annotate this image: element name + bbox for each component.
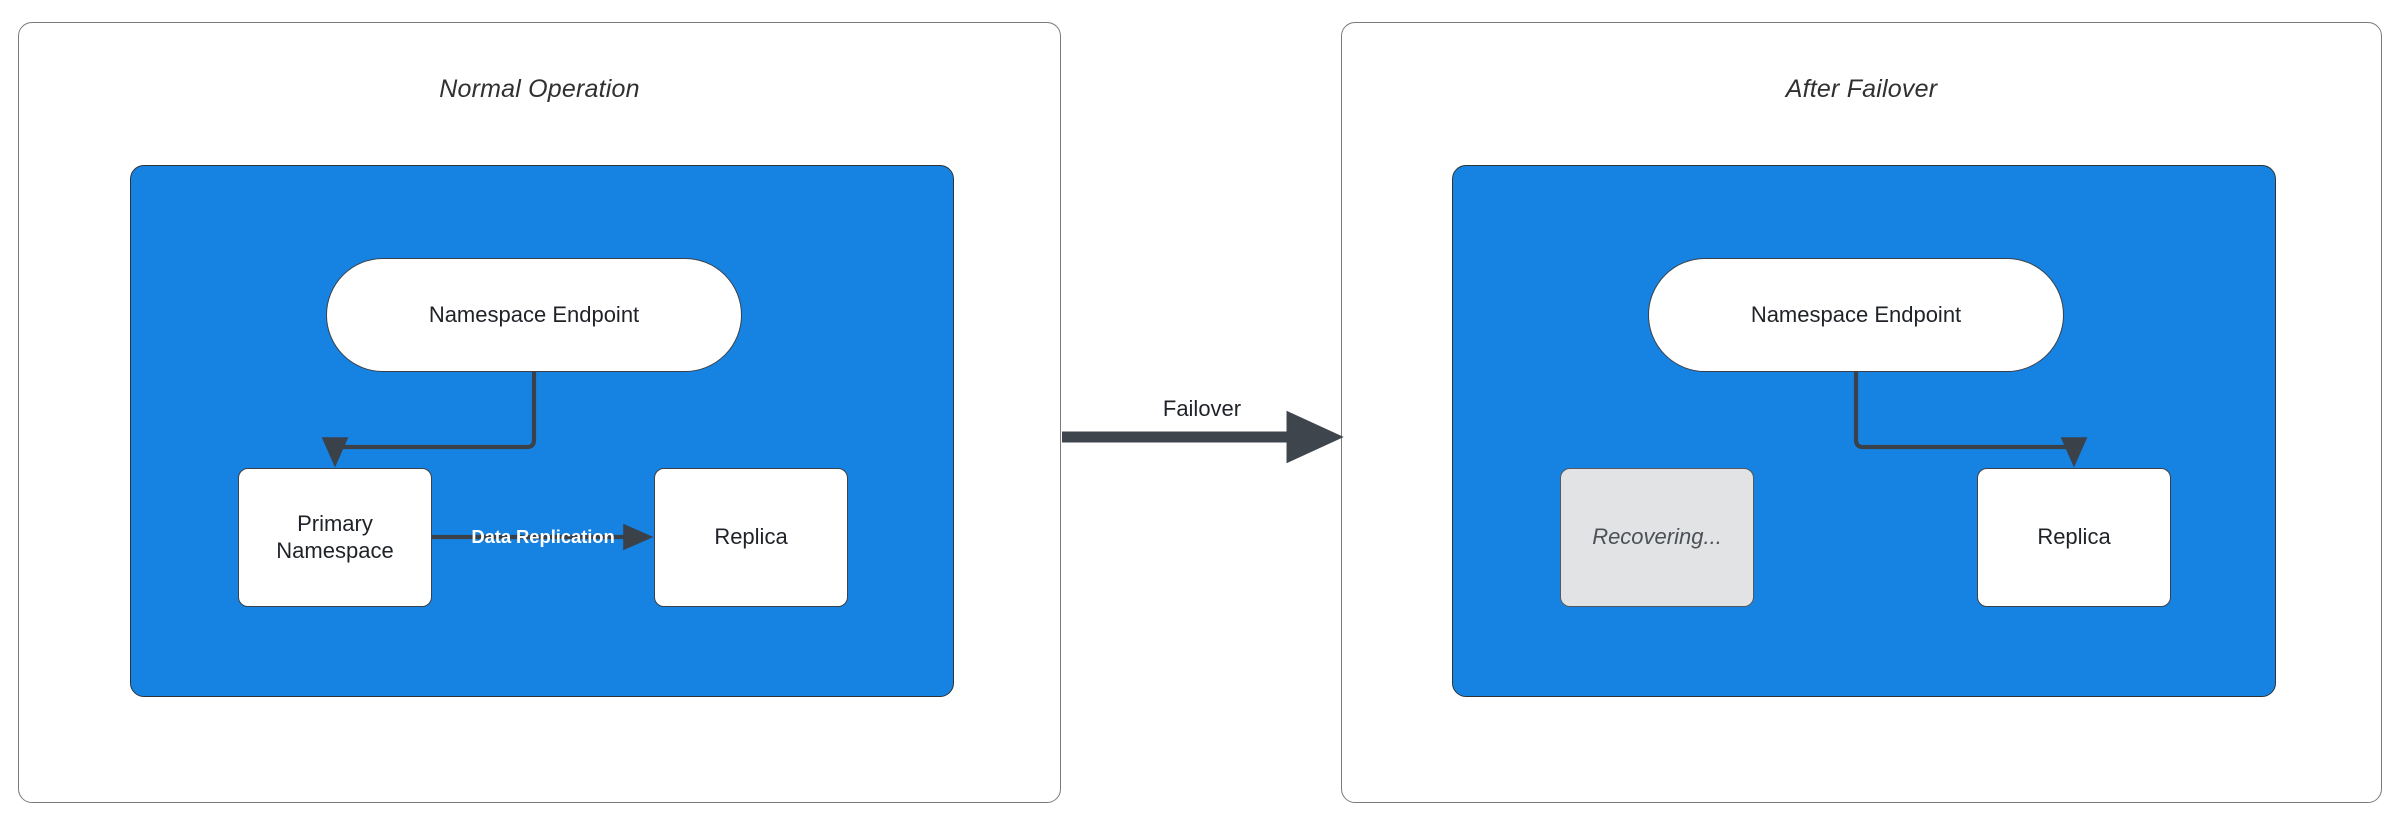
- region-normal-operation: [130, 165, 954, 697]
- panel-title-after-failover: After Failover: [1785, 75, 1938, 103]
- node-recovering[interactable]: Recovering...: [1560, 468, 1754, 607]
- node-label: Namespace Endpoint: [1750, 301, 1962, 327]
- node-namespace-endpoint-left[interactable]: Namespace Endpoint: [326, 258, 742, 372]
- node-label-line2: Namespace: [276, 537, 394, 563]
- node-replica-left[interactable]: Replica: [654, 468, 848, 607]
- node-primary-namespace[interactable]: Primary Namespace: [238, 468, 432, 607]
- node-replica-right[interactable]: Replica: [1977, 468, 2171, 607]
- node-label: Replica: [2037, 524, 2111, 550]
- node-label: Namespace Endpoint: [428, 301, 640, 327]
- region-after-failover: [1452, 165, 2276, 697]
- panel-title-normal-operation: Normal Operation: [439, 75, 640, 103]
- node-label: Recovering...: [1592, 524, 1722, 550]
- node-label: Replica: [714, 524, 788, 550]
- transition-label-failover: Failover: [1162, 396, 1242, 421]
- node-label: Primary Namespace: [276, 511, 393, 565]
- node-label-line1: Primary: [297, 510, 373, 536]
- edge-label-data-replication: Data Replication: [471, 526, 615, 547]
- node-namespace-endpoint-right[interactable]: Namespace Endpoint: [1648, 258, 2064, 372]
